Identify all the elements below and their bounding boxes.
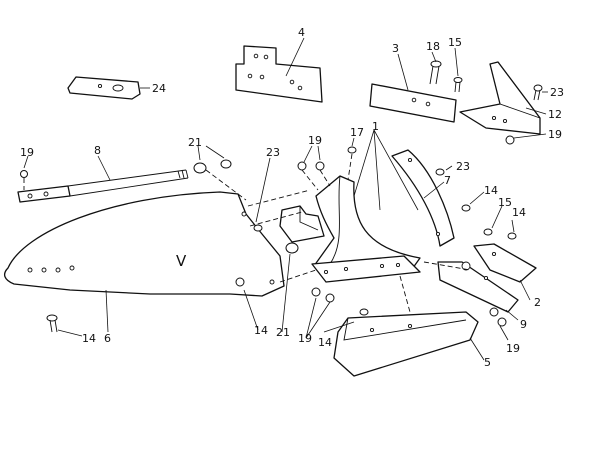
part-19-nut-right (505, 135, 515, 145)
part-23-bolt-top (533, 84, 543, 101)
part-3-plate (369, 83, 457, 123)
part-24-strap (67, 76, 141, 100)
part-2-point (473, 243, 537, 283)
callout-21: 21 (276, 326, 290, 339)
callout-19: 19 (308, 134, 322, 147)
callout-19: 19 (548, 128, 562, 141)
callout-14: 14 (254, 324, 268, 337)
callout-19: 19 (20, 146, 34, 159)
part-19-21-bottom-nuts (235, 277, 335, 303)
callout-labels: 4 3 18 15 23 12 19 24 19 8 21 19 17 1 23… (20, 26, 564, 369)
callout-23: 23 (456, 160, 470, 173)
callout-19: 19 (298, 332, 312, 345)
callout-6: 6 (104, 332, 111, 345)
part-15-14-bolts (483, 228, 517, 327)
part-19-nut-left (20, 170, 28, 190)
callout-7: 7 (444, 174, 451, 187)
callout-15: 15 (448, 36, 462, 49)
part-19-nut-mid2 (315, 161, 325, 171)
callout-9: 9 (520, 318, 527, 331)
part-15-bolt-top (453, 77, 463, 93)
part-23-bolt-right (435, 168, 445, 176)
callout-17: 17 (350, 126, 364, 139)
callout-4: 4 (298, 26, 305, 39)
part-4-bracket (235, 45, 323, 103)
part-23-bolt-mid (253, 224, 263, 232)
callout-23: 23 (550, 86, 564, 99)
part-14-bolt-left (46, 314, 58, 333)
callout-14: 14 (318, 336, 332, 349)
part-17-bolt (347, 146, 357, 181)
callout-15: 15 (498, 196, 512, 209)
part-18-bolt (429, 60, 442, 85)
callout-12: 12 (548, 108, 562, 121)
callout-14: 14 (484, 184, 498, 197)
part-12-landside (459, 61, 541, 135)
callout-24: 24 (152, 82, 166, 95)
part-5-share (333, 311, 479, 377)
part-21-nuts (193, 159, 247, 201)
callout-19: 19 (506, 342, 520, 355)
part-9-plate (437, 261, 519, 313)
assembly-lines (247, 189, 471, 313)
callout-3: 3 (392, 42, 399, 55)
part-6-mouldboard: V (3, 191, 285, 297)
callout-18: 18 (426, 40, 440, 53)
part-7-shin (391, 149, 455, 247)
callout-8: 8 (94, 144, 101, 157)
callout-14: 14 (512, 206, 526, 219)
callout-1: 1 (372, 120, 379, 133)
leader-lines (23, 37, 548, 361)
part-8-rod (17, 169, 189, 203)
callout-5: 5 (484, 356, 491, 369)
callout-2: 2 (534, 296, 541, 309)
callout-23: 23 (266, 146, 280, 159)
part-1-frog (311, 175, 421, 283)
part-14-bolt-share (359, 308, 369, 316)
callout-14: 14 (82, 332, 96, 345)
part-19-nut-mid (297, 161, 307, 171)
frog-bracket (279, 205, 325, 254)
callout-21: 21 (188, 136, 202, 149)
share-mark: V (176, 252, 187, 270)
part-14-bolt-right (461, 204, 471, 212)
